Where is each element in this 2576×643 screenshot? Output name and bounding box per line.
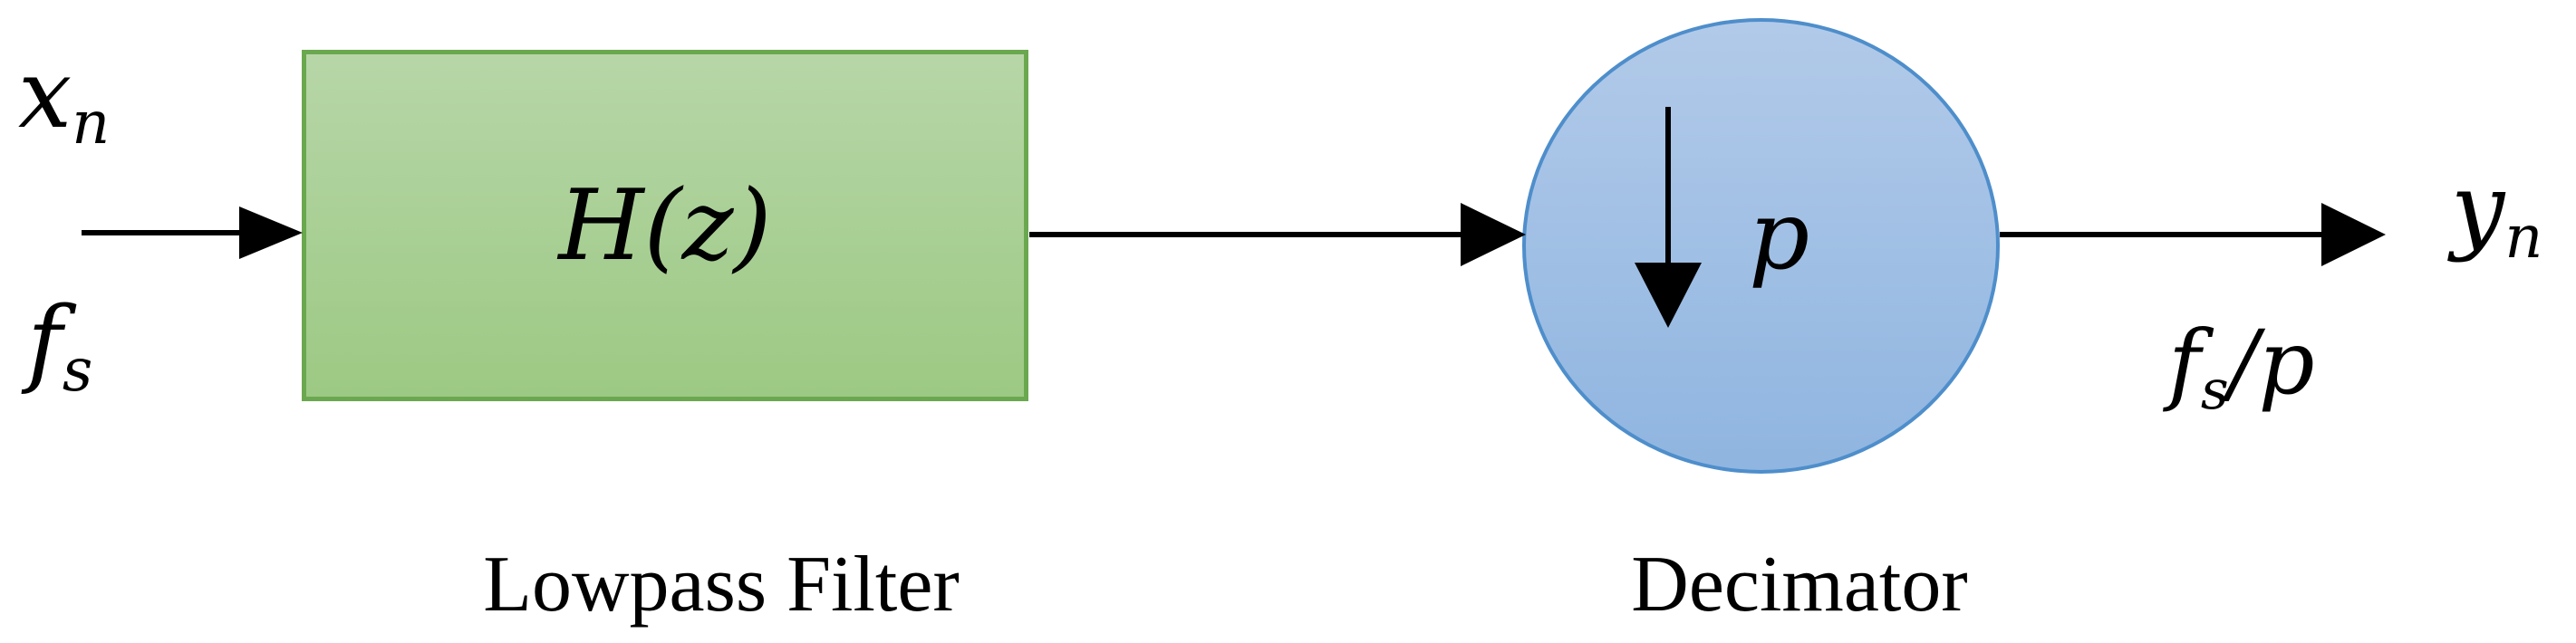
decimator-circle <box>1522 18 2000 474</box>
output-rate-subscript: s <box>2200 358 2229 422</box>
output-signal-subscript: n <box>2504 204 2543 273</box>
filter-to-decimator-arrow-icon <box>1029 203 1526 266</box>
lowpass-filter-caption: Lowpass Filter <box>483 541 960 629</box>
input-signal-label: xn <box>18 47 110 154</box>
output-rate-base: f <box>2168 312 2201 414</box>
lowpass-filter-block: H(z) <box>302 50 1028 401</box>
output-signal-base: y <box>2451 153 2505 264</box>
input-rate-subscript: s <box>62 337 93 406</box>
output-signal-label: yn <box>2451 161 2542 268</box>
input-signal-subscript: n <box>72 90 111 158</box>
input-rate-base: f <box>27 286 63 397</box>
input-rate-label: fs <box>27 294 92 401</box>
output-arrow-icon <box>2000 203 2386 266</box>
filter-transfer-function-label: H(z) <box>558 168 772 283</box>
input-arrow-icon <box>82 206 303 259</box>
decimation-factor-label: p <box>1749 180 1810 291</box>
output-rate-label: fs/p <box>2168 319 2315 417</box>
output-rate-suffix: /p <box>2228 312 2315 414</box>
input-signal-base: x <box>18 39 72 149</box>
decimator-caption: Decimator <box>1631 541 1968 629</box>
